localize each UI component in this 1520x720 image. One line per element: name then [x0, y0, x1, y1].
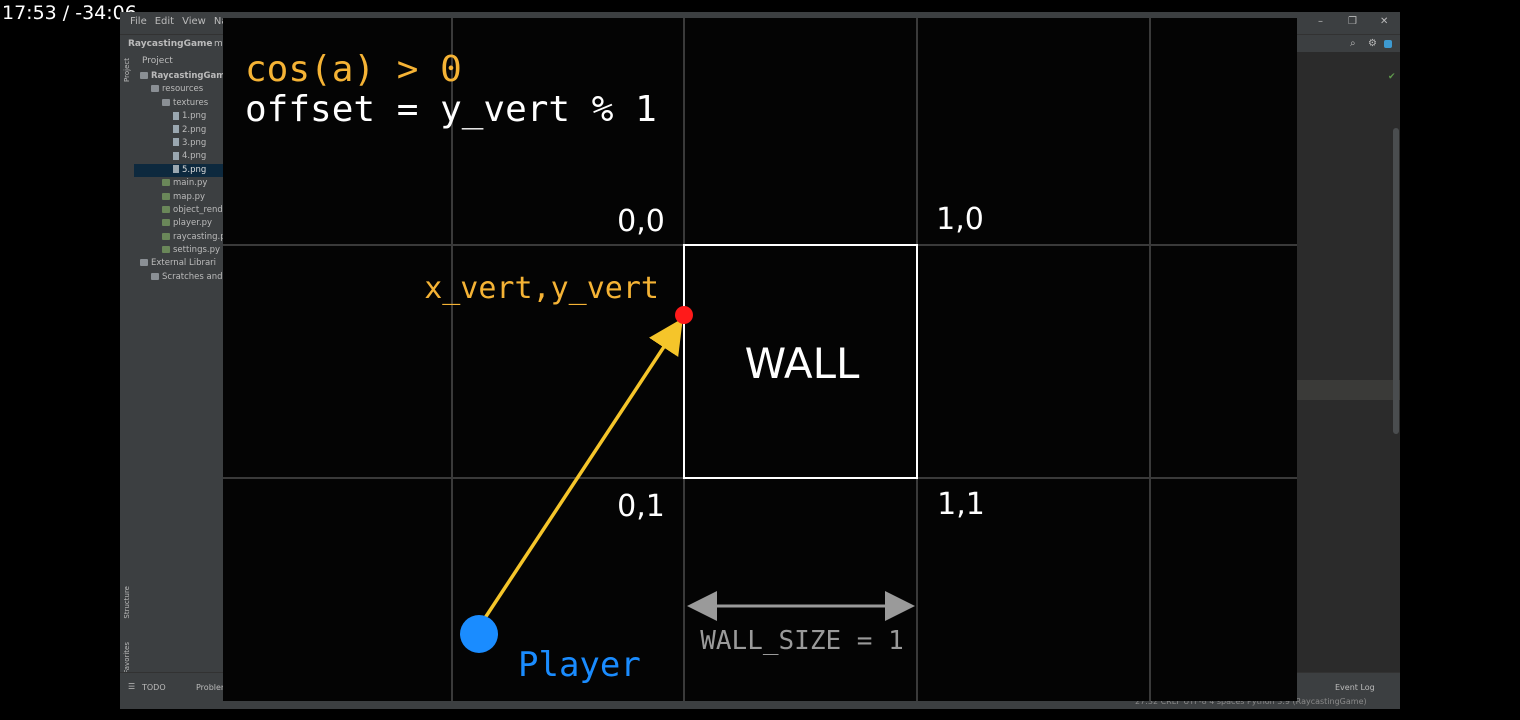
tree-item[interactable]: player.py	[134, 217, 224, 230]
python-file-icon	[162, 232, 170, 240]
tree-item-label: 2.png	[182, 124, 207, 135]
tree-item-label: textures	[173, 97, 209, 108]
tree-item[interactable]: object_rende	[134, 204, 224, 217]
minimize-button[interactable]: –	[1318, 16, 1323, 27]
tree-item[interactable]: textures	[134, 97, 224, 110]
diagram-overlay: WALL 0,0 1,0 0,1 1,1 x_vert,y_vert Playe…	[223, 18, 1297, 701]
tree-item-label: External Librari	[151, 258, 217, 269]
wall-label: WALL	[745, 339, 860, 388]
list-icon: ☰	[128, 682, 136, 691]
project-panel: Project RaycastingGam resources textures 1.…	[134, 52, 224, 672]
editor-area[interactable]	[1297, 52, 1400, 672]
search-icon[interactable]: ⌕	[1350, 38, 1356, 49]
problems-tab[interactable]: Problem	[196, 683, 229, 692]
plugin-icon[interactable]	[1384, 40, 1392, 48]
corner-label-1-1: 1,1	[937, 487, 985, 522]
tree-item-label: settings.py	[173, 245, 221, 256]
left-tool-strip: Project Structure Favorites	[120, 52, 134, 708]
intersection-label: x_vert,y_vert	[424, 271, 659, 306]
folder-icon	[140, 259, 148, 267]
image-file-icon	[173, 138, 179, 147]
tree-item[interactable]: resources	[134, 83, 224, 96]
wall-cell	[683, 244, 918, 479]
python-file-icon	[162, 205, 170, 213]
formula-condition: cos(a) > 0	[245, 49, 462, 90]
tree-item[interactable]: 2.png	[134, 124, 224, 137]
tree-item-label: Scratches and C	[162, 271, 224, 282]
tree-item[interactable]: 4.png	[134, 150, 224, 163]
ray-arrow	[479, 318, 683, 625]
player-label: Player	[518, 645, 641, 685]
tree-item-label: 4.png	[182, 151, 207, 162]
video-timecode: 17:53 / -34:06	[2, 2, 137, 24]
breadcrumb-file[interactable]: m	[214, 39, 223, 49]
tree-item[interactable]: 5.png	[134, 163, 224, 178]
corner-label-0-1: 0,1	[617, 489, 665, 524]
project-tool-tab[interactable]: Project	[123, 58, 131, 82]
tree-item[interactable]: 3.png	[134, 137, 224, 150]
wall-size-label: WALL_SIZE = 1	[700, 626, 904, 656]
player-dot	[460, 615, 498, 653]
tree-item[interactable]: External Librari	[134, 257, 224, 270]
raycasting-diagram: WALL 0,0 1,0 0,1 1,1 x_vert,y_vert Playe…	[223, 18, 1297, 701]
tree-item-label: 3.png	[182, 137, 207, 148]
todo-tab[interactable]: TODO	[142, 683, 166, 692]
intersection-point	[675, 306, 693, 324]
tree-item-label: RaycastingGam	[151, 71, 224, 81]
current-line-highlight	[1297, 380, 1400, 400]
gear-icon[interactable]: ⚙	[1368, 38, 1377, 49]
corner-label-0-0: 0,0	[617, 204, 665, 239]
ide-menubar: File Edit View Na	[130, 16, 227, 27]
tree-item[interactable]: 1.png	[134, 110, 224, 123]
tree-item[interactable]: RaycastingGam	[134, 70, 224, 83]
formula-offset: offset = y_vert % 1	[245, 89, 657, 130]
tree-item-label: map.py	[173, 191, 206, 202]
structure-tool-tab[interactable]: Structure	[123, 586, 131, 619]
folder-icon	[140, 72, 148, 79]
python-file-icon	[162, 246, 170, 254]
tree-item-label: main.py	[173, 178, 208, 189]
tree-item[interactable]: map.py	[134, 191, 224, 204]
check-icon: ✔	[1388, 72, 1396, 82]
tree-item-label: object_rende	[173, 204, 224, 215]
menu-view[interactable]: View	[182, 16, 206, 27]
folder-icon	[162, 98, 170, 106]
tree-item-label: player.py	[173, 218, 213, 229]
project-tree: RaycastingGam resources textures 1.png 2.png…	[134, 70, 224, 284]
breadcrumb-project[interactable]: RaycastingGame	[128, 39, 213, 49]
status-line: 27:32 CRLF UTF-8 4 spaces Python 3.9 (Ra…	[1135, 697, 1367, 706]
event-log-tab[interactable]: Event Log	[1335, 683, 1375, 692]
image-file-icon	[173, 151, 179, 160]
favorites-tool-tab[interactable]: Favorites	[123, 642, 131, 674]
restore-button[interactable]: ❐	[1348, 16, 1357, 27]
tree-item[interactable]: main.py	[134, 177, 224, 190]
python-file-icon	[162, 192, 170, 200]
corner-label-1-0: 1,0	[936, 202, 984, 237]
tree-item[interactable]: Scratches and C	[134, 271, 224, 284]
tree-item[interactable]: raycasting.py	[134, 231, 224, 244]
editor-scrollbar[interactable]	[1393, 128, 1399, 434]
project-panel-header[interactable]: Project	[142, 56, 173, 66]
tree-item-label: raycasting.py	[173, 231, 224, 242]
menu-edit[interactable]: Edit	[154, 16, 175, 27]
folder-icon	[151, 85, 159, 93]
tree-item-label: 5.png	[182, 164, 207, 175]
python-file-icon	[162, 179, 170, 187]
image-file-icon	[173, 165, 179, 174]
menu-file[interactable]: File	[130, 16, 147, 27]
image-file-icon	[173, 125, 179, 134]
python-file-icon	[162, 219, 170, 227]
menu-navigate[interactable]: Na	[213, 16, 228, 27]
close-button[interactable]: ✕	[1380, 16, 1389, 27]
tree-item[interactable]: settings.py	[134, 244, 224, 257]
tree-item-label: 1.png	[182, 111, 207, 122]
image-file-icon	[173, 111, 179, 120]
tree-item-label: resources	[162, 84, 204, 95]
folder-icon	[151, 272, 159, 280]
